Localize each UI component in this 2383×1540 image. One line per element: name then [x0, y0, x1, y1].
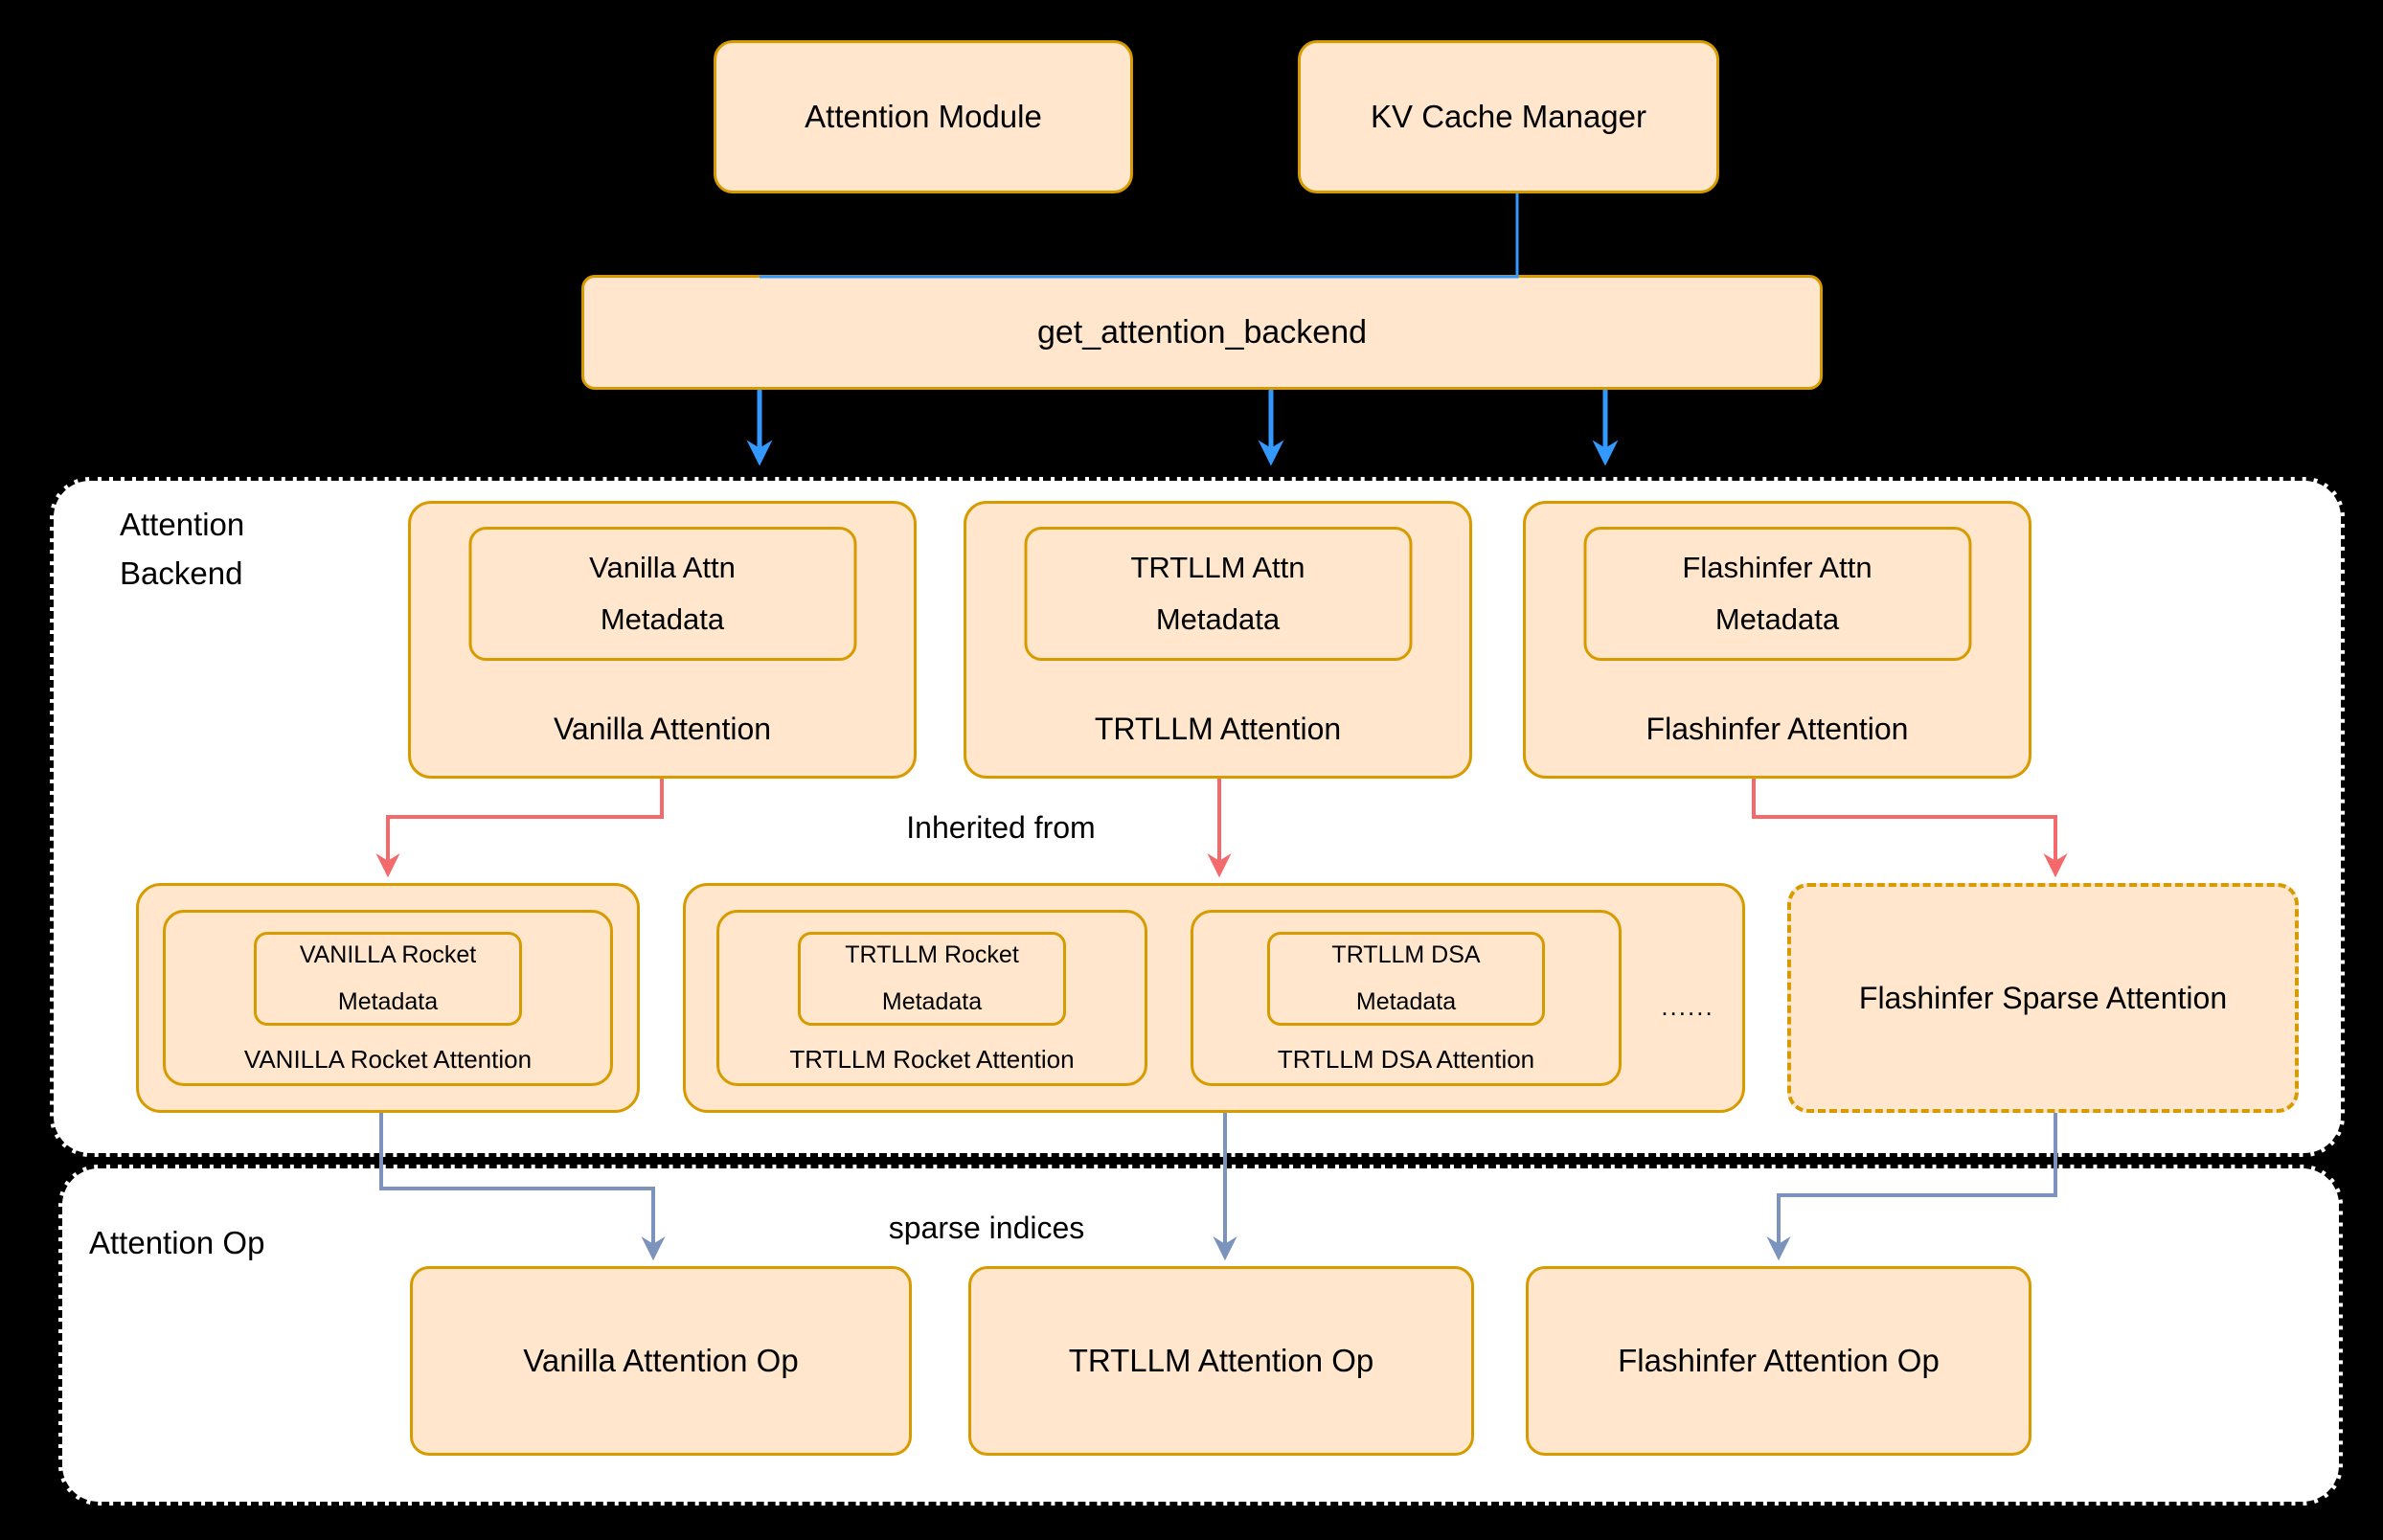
attention-backend-label-line2: Backend — [120, 555, 243, 592]
attention-op-section-label: Attention Op — [89, 1225, 265, 1260]
trtllm-rocket-metadata-line2: Metadata — [881, 988, 983, 1015]
trtllm-rocket-attention-label: TRTLLM Rocket Attention — [789, 1045, 1075, 1074]
kv-cache-manager-box: KV Cache Manager — [1298, 40, 1719, 193]
trtllm-attn-metadata-line1: TRTLLM Attn — [1130, 550, 1305, 584]
trtllm-dsa-attention-box: TRTLLM DSA Metadata TRTLLM DSA Attention — [1191, 910, 1622, 1086]
more-backends-ellipsis: ...... — [1661, 992, 1714, 1021]
flashinfer-attention-label: Flashinfer Attention — [1645, 712, 1909, 746]
sparse-indices-label: sparse indices — [888, 1211, 1085, 1245]
vanilla-rocket-attention-box: VANILLA Rocket Metadata VANILLA Rocket A… — [163, 910, 613, 1086]
vanilla-attn-metadata-line2: Metadata — [600, 602, 725, 636]
vanilla-rocket-metadata-line1: VANILLA Rocket — [299, 941, 477, 969]
inherited-from-label: Inherited from — [906, 810, 1096, 845]
vanilla-attn-metadata-line1: Vanilla Attn — [589, 550, 736, 584]
trtllm-dsa-metadata-box: TRTLLM DSA Metadata — [1267, 932, 1545, 1026]
get-attention-backend-box: get_attention_backend — [581, 275, 1823, 390]
attention-backend-label-line1: Attention — [120, 507, 245, 542]
trtllm-attention-box: TRTLLM Attn Metadata TRTLLM Attention — [964, 501, 1472, 779]
flashinfer-attn-metadata-line2: Metadata — [1714, 602, 1840, 636]
flashinfer-attn-metadata-line1: Flashinfer Attn — [1682, 550, 1872, 584]
trtllm-attention-label: TRTLLM Attention — [1094, 712, 1342, 746]
trtllm-rocket-attention-box: TRTLLM Rocket Metadata TRTLLM Rocket Att… — [716, 910, 1147, 1086]
vanilla-attention-box: Vanilla Attn Metadata Vanilla Attention — [408, 501, 917, 779]
flashinfer-attention-op-box: Flashinfer Attention Op — [1526, 1266, 2031, 1456]
flashinfer-sparse-attention-box: Flashinfer Sparse Attention — [1787, 883, 2299, 1113]
attention-backend-section-label: Attention Backend — [120, 500, 244, 598]
trtllm-rocket-metadata-line1: TRTLLM Rocket — [845, 941, 1019, 969]
flashinfer-attn-metadata-box: Flashinfer Attn Metadata — [1583, 527, 1971, 661]
vanilla-attention-op-box: Vanilla Attention Op — [410, 1266, 912, 1456]
trtllm-rocket-metadata-box: TRTLLM Rocket Metadata — [798, 932, 1066, 1026]
vanilla-attention-label: Vanilla Attention — [553, 712, 772, 746]
trtllm-attn-metadata-box: TRTLLM Attn Metadata — [1024, 527, 1412, 661]
flashinfer-attention-box: Flashinfer Attn Metadata Flashinfer Atte… — [1523, 501, 2031, 779]
edge-kv-cache-to-get-backend — [760, 193, 1519, 279]
trtllm-attn-metadata-line2: Metadata — [1155, 602, 1281, 636]
vanilla-attn-metadata-box: Vanilla Attn Metadata — [468, 527, 856, 661]
vanilla-rocket-metadata-line2: Metadata — [337, 988, 439, 1015]
trtllm-dsa-metadata-line1: TRTLLM DSA — [1331, 941, 1481, 969]
trtllm-dsa-metadata-line2: Metadata — [1355, 988, 1457, 1015]
vanilla-rocket-metadata-box: VANILLA Rocket Metadata — [254, 932, 522, 1026]
attention-module-box: Attention Module — [714, 40, 1133, 193]
trtllm-dsa-attention-label: TRTLLM DSA Attention — [1277, 1045, 1535, 1074]
trtllm-attention-op-box: TRTLLM Attention Op — [968, 1266, 1474, 1456]
vanilla-rocket-attention-label: VANILLA Rocket Attention — [243, 1045, 533, 1074]
